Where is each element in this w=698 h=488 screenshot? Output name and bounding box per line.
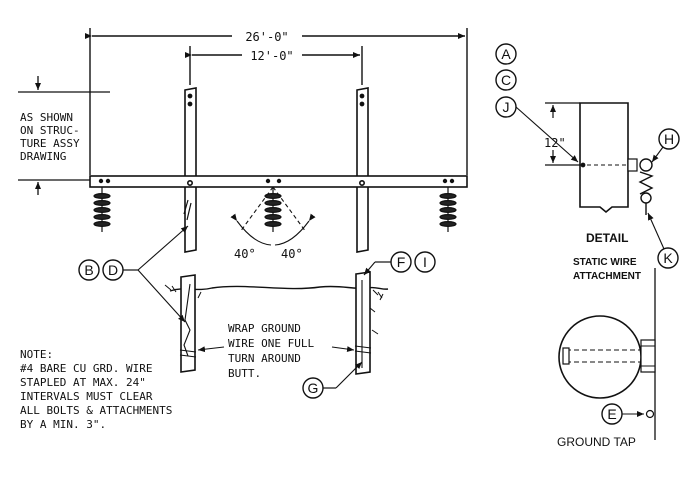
callout-i: I — [423, 254, 427, 270]
angle-left-label: 40° — [234, 247, 256, 261]
callout-e: E — [607, 406, 616, 422]
callout-bd — [78, 225, 189, 323]
callout-j: J — [503, 99, 510, 115]
swing-angle — [230, 186, 316, 246]
pole-cross-section — [558, 315, 656, 399]
callout-f: F — [397, 254, 406, 270]
callout-fi — [363, 251, 436, 276]
callout-c: C — [501, 72, 511, 88]
callout-h-label: H — [664, 131, 674, 147]
callout-d: D — [108, 262, 118, 278]
insulator-center — [264, 187, 282, 232]
wrap-ground-note: WRAP GROUND WIRE ONE FULL TURN AROUND BU… — [228, 322, 321, 380]
static-wire-clamp — [638, 158, 654, 215]
overall-dimension — [85, 28, 468, 175]
detail-12in-dimension — [545, 102, 580, 166]
callout-j-leader — [515, 106, 579, 163]
static-wire-label: STATIC WIRE ATTACHMENT — [573, 257, 641, 282]
pole-left — [183, 87, 197, 253]
ground-tap-label: GROUND TAP — [557, 435, 636, 449]
crossarm — [89, 175, 468, 188]
ground-tap — [601, 403, 655, 425]
detail-title: DETAIL — [586, 231, 628, 245]
callout-b: B — [84, 262, 93, 278]
wrap-arrows — [197, 346, 355, 353]
callout-k-label: K — [663, 250, 673, 266]
callout-a: A — [501, 46, 511, 62]
callout-k — [647, 212, 679, 269]
callout-g — [302, 361, 363, 399]
pole-spacing-label: 12'-0" — [250, 49, 293, 63]
as-shown-note: AS SHOWN ON STRUC- TURE ASSY DRAWING — [20, 111, 86, 163]
callout-acj — [495, 43, 517, 118]
angle-right-label: 40° — [281, 247, 303, 261]
detail-offset-label: 12" — [544, 136, 566, 150]
pole-butt-left — [179, 274, 197, 373]
pole-butt-right — [354, 271, 372, 375]
insulator-right — [439, 187, 457, 232]
callout-g-label: G — [308, 380, 319, 396]
callout-h — [651, 128, 680, 163]
pole-right — [356, 87, 369, 253]
note-block: NOTE: #4 BARE CU GRD. WIRE STAPLED AT MA… — [20, 348, 179, 431]
insulator-left — [93, 187, 111, 232]
overall-dimension-label: 26'-0" — [245, 30, 288, 44]
detail-pole — [579, 102, 638, 214]
pole-spacing-dimension — [185, 46, 363, 85]
